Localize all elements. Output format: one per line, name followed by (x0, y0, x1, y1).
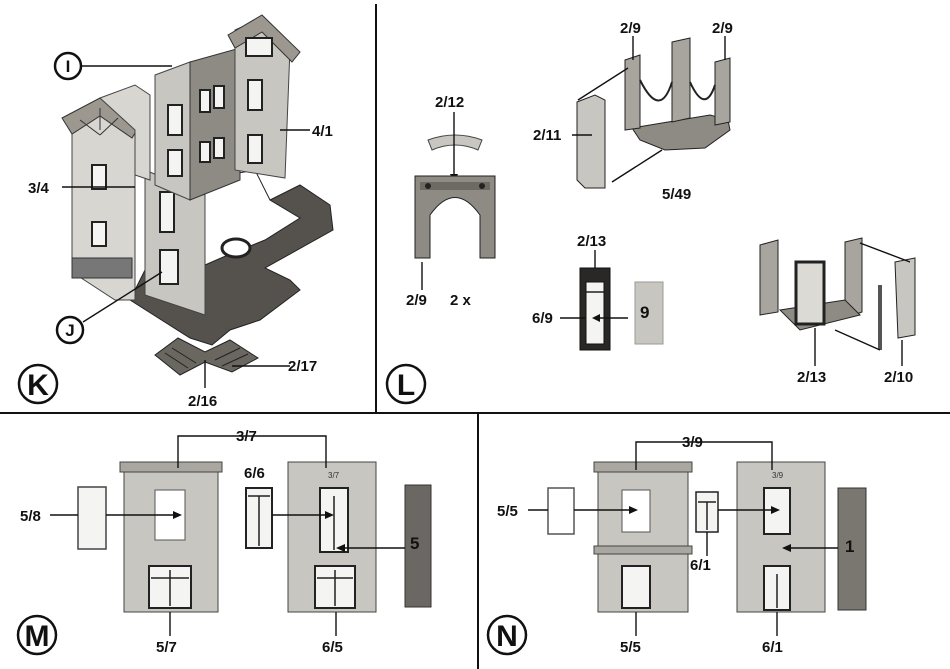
label-210: 2/10 (884, 369, 913, 386)
side-column-210 (895, 258, 915, 338)
stone-plinth (72, 258, 132, 278)
wall-stamp-37: 3/7 (328, 471, 340, 480)
label-1: 1 (845, 537, 854, 556)
label-41: 4/1 (312, 123, 333, 140)
label-213b: 2/13 (797, 369, 826, 386)
panel-n: 3/9 3/9 5/5 6/1 1 5/5 6/1 N (488, 434, 866, 656)
window-frame-55 (548, 488, 574, 534)
label-29b: 2/9 (620, 20, 641, 37)
label-55b: 5/5 (620, 639, 641, 656)
label-66: 6/6 (244, 465, 265, 482)
label-65: 6/5 (322, 639, 343, 656)
back-right-window-4 (214, 138, 224, 158)
leader-210-bottom (835, 330, 880, 350)
bay-pillar-left (625, 55, 640, 130)
panel-m: 3/7 3/7 5/8 6/6 5 5/7 6/5 M (18, 428, 431, 656)
label-217: 2/17 (288, 358, 317, 375)
tower-gable-window (246, 38, 272, 56)
label-549: 5/49 (662, 186, 691, 203)
left-wing-window-2 (92, 222, 106, 246)
panel-k: I J 4/1 3/4 2/17 2/16 K (19, 15, 333, 410)
label-29a: 2/9 (406, 292, 427, 309)
back-right-window-3 (200, 142, 210, 162)
callout-j-text: J (65, 321, 74, 340)
bay-pillar-right (715, 58, 730, 125)
label-count: 2 x (450, 292, 472, 309)
leader-210-top (860, 243, 910, 262)
label-213a: 2/13 (577, 233, 606, 250)
leader-549 (612, 150, 662, 182)
bay-assembled-window (796, 262, 824, 324)
label-55a: 5/5 (497, 503, 518, 520)
bay-assembled-left (760, 240, 778, 315)
callout-i-text: I (66, 57, 71, 76)
panel-l-letter: L (397, 369, 415, 402)
chimney-hole (222, 239, 250, 257)
label-57: 5/7 (156, 639, 177, 656)
bay-pillar-mid (672, 38, 690, 122)
back-wall-window-2 (168, 150, 182, 176)
tower-window-1 (248, 80, 262, 110)
leader-211-up (578, 68, 628, 100)
back-right-window-1 (200, 90, 210, 112)
label-37: 3/7 (236, 428, 257, 445)
front-wall-window-2 (160, 250, 178, 284)
label-29c: 2/9 (712, 20, 733, 37)
back-right-window-2 (214, 86, 224, 108)
window-opening-55 (622, 490, 650, 532)
arch-keystone-212 (428, 135, 482, 150)
label-61a: 6/1 (690, 557, 711, 574)
label-34: 3/4 (28, 180, 50, 197)
label-61b: 6/1 (762, 639, 783, 656)
panel-l: 2/12 2/9 2 x 2/9 2/9 2/11 5/49 (387, 20, 915, 403)
wall-stamp-39: 3/9 (772, 471, 784, 480)
label-69: 6/9 (532, 310, 553, 327)
window-55 (622, 566, 650, 608)
front-wall-window-1 (160, 192, 174, 232)
panel-n-letter: N (496, 620, 518, 653)
label-5: 5 (410, 534, 419, 553)
side-column-211 (577, 95, 605, 188)
label-58: 5/8 (20, 508, 41, 525)
left-wing-window-1 (92, 165, 106, 189)
label-39: 3/9 (682, 434, 703, 451)
panel-m-letter: M (25, 620, 50, 653)
window-58 (78, 487, 106, 549)
label-216: 2/16 (188, 393, 217, 410)
tower-window-2 (248, 135, 262, 163)
label-9: 9 (640, 303, 649, 322)
label-212: 2/12 (435, 94, 464, 111)
back-wall-right (190, 48, 240, 200)
panel-k-letter: K (27, 369, 49, 402)
label-211: 2/11 (533, 127, 561, 144)
back-wall-window-1 (168, 105, 182, 135)
